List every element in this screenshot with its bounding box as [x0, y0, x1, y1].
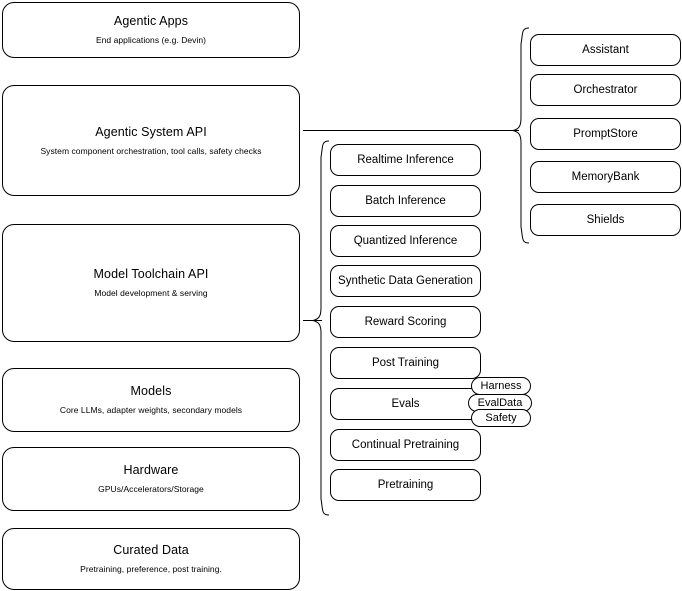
layer-title: Agentic Apps: [113, 14, 189, 29]
evals-badge-safety[interactable]: Safety: [471, 409, 531, 427]
capability-box-quantized-inference[interactable]: Quantized Inference: [330, 225, 481, 257]
right-curly-brace: [512, 27, 530, 244]
component-label: PromptStore: [573, 127, 638, 140]
capability-label: Realtime Inference: [357, 153, 454, 166]
evals-badge-harness[interactable]: Harness: [471, 377, 531, 395]
layer-box-hardware[interactable]: Hardware GPUs/Accelerators/Storage: [2, 447, 300, 511]
middle-curly-brace: [312, 140, 330, 516]
capability-label: Quantized Inference: [353, 234, 458, 247]
capability-box-post-training[interactable]: Post Training: [330, 347, 481, 379]
capability-label: Pretraining: [377, 478, 434, 491]
component-box-memorybank[interactable]: MemoryBank: [530, 161, 681, 193]
layer-title: Curated Data: [113, 543, 189, 558]
capability-box-realtime-inference[interactable]: Realtime Inference: [330, 144, 481, 176]
capability-box-pretraining[interactable]: Pretraining: [330, 469, 481, 501]
layer-subtitle: Core LLMs, adapter weights, secondary mo…: [59, 405, 243, 415]
capability-label: Continual Pretraining: [351, 438, 460, 451]
layer-box-curated-data[interactable]: Curated Data Pretraining, preference, po…: [2, 528, 300, 590]
layer-title: Hardware: [123, 463, 179, 478]
capability-label: Reward Scoring: [364, 315, 447, 328]
evals-badge-label: EvalData: [477, 397, 523, 409]
evals-badge-label: Harness: [480, 380, 522, 392]
layer-box-agentic-system-api[interactable]: Agentic System API System component orch…: [2, 85, 300, 196]
layer-subtitle: System component orchestration, tool cal…: [40, 145, 262, 156]
layer-subtitle: GPUs/Accelerators/Storage: [98, 484, 204, 494]
component-box-assistant[interactable]: Assistant: [530, 34, 681, 66]
evals-badge-label: Safety: [485, 412, 517, 424]
layer-title: Models: [130, 384, 172, 399]
component-label: Assistant: [582, 43, 629, 56]
capability-box-reward-scoring[interactable]: Reward Scoring: [330, 306, 481, 338]
component-box-promptstore[interactable]: PromptStore: [530, 118, 681, 150]
component-box-orchestrator[interactable]: Orchestrator: [530, 74, 681, 106]
component-box-shields[interactable]: Shields: [530, 204, 681, 236]
component-label: Shields: [586, 213, 625, 226]
layer-subtitle: Model development & serving: [94, 288, 208, 298]
layer-box-models[interactable]: Models Core LLMs, adapter weights, secon…: [2, 368, 300, 432]
layer-box-agentic-apps[interactable]: Agentic Apps End applications (e.g. Devi…: [2, 2, 300, 58]
capability-box-evals[interactable]: Evals: [330, 388, 481, 420]
layer-title: Agentic System API: [95, 124, 207, 139]
capability-box-synthetic-data-generation[interactable]: Synthetic Data Generation: [330, 265, 481, 297]
component-label: MemoryBank: [571, 170, 640, 183]
capability-label: Post Training: [371, 356, 440, 369]
layer-box-model-toolchain-api[interactable]: Model Toolchain API Model development & …: [2, 224, 300, 342]
layer-subtitle: Pretraining, preference, post training.: [80, 564, 222, 574]
layer-subtitle: End applications (e.g. Devin): [95, 35, 207, 45]
component-label: Orchestrator: [573, 83, 638, 96]
capability-label: Evals: [391, 397, 420, 410]
capability-box-continual-pretraining[interactable]: Continual Pretraining: [330, 429, 481, 461]
capability-box-batch-inference[interactable]: Batch Inference: [330, 185, 481, 217]
capability-label: Synthetic Data Generation: [338, 274, 473, 287]
capability-label: Batch Inference: [365, 194, 446, 207]
layer-title: Model Toolchain API: [93, 267, 209, 282]
